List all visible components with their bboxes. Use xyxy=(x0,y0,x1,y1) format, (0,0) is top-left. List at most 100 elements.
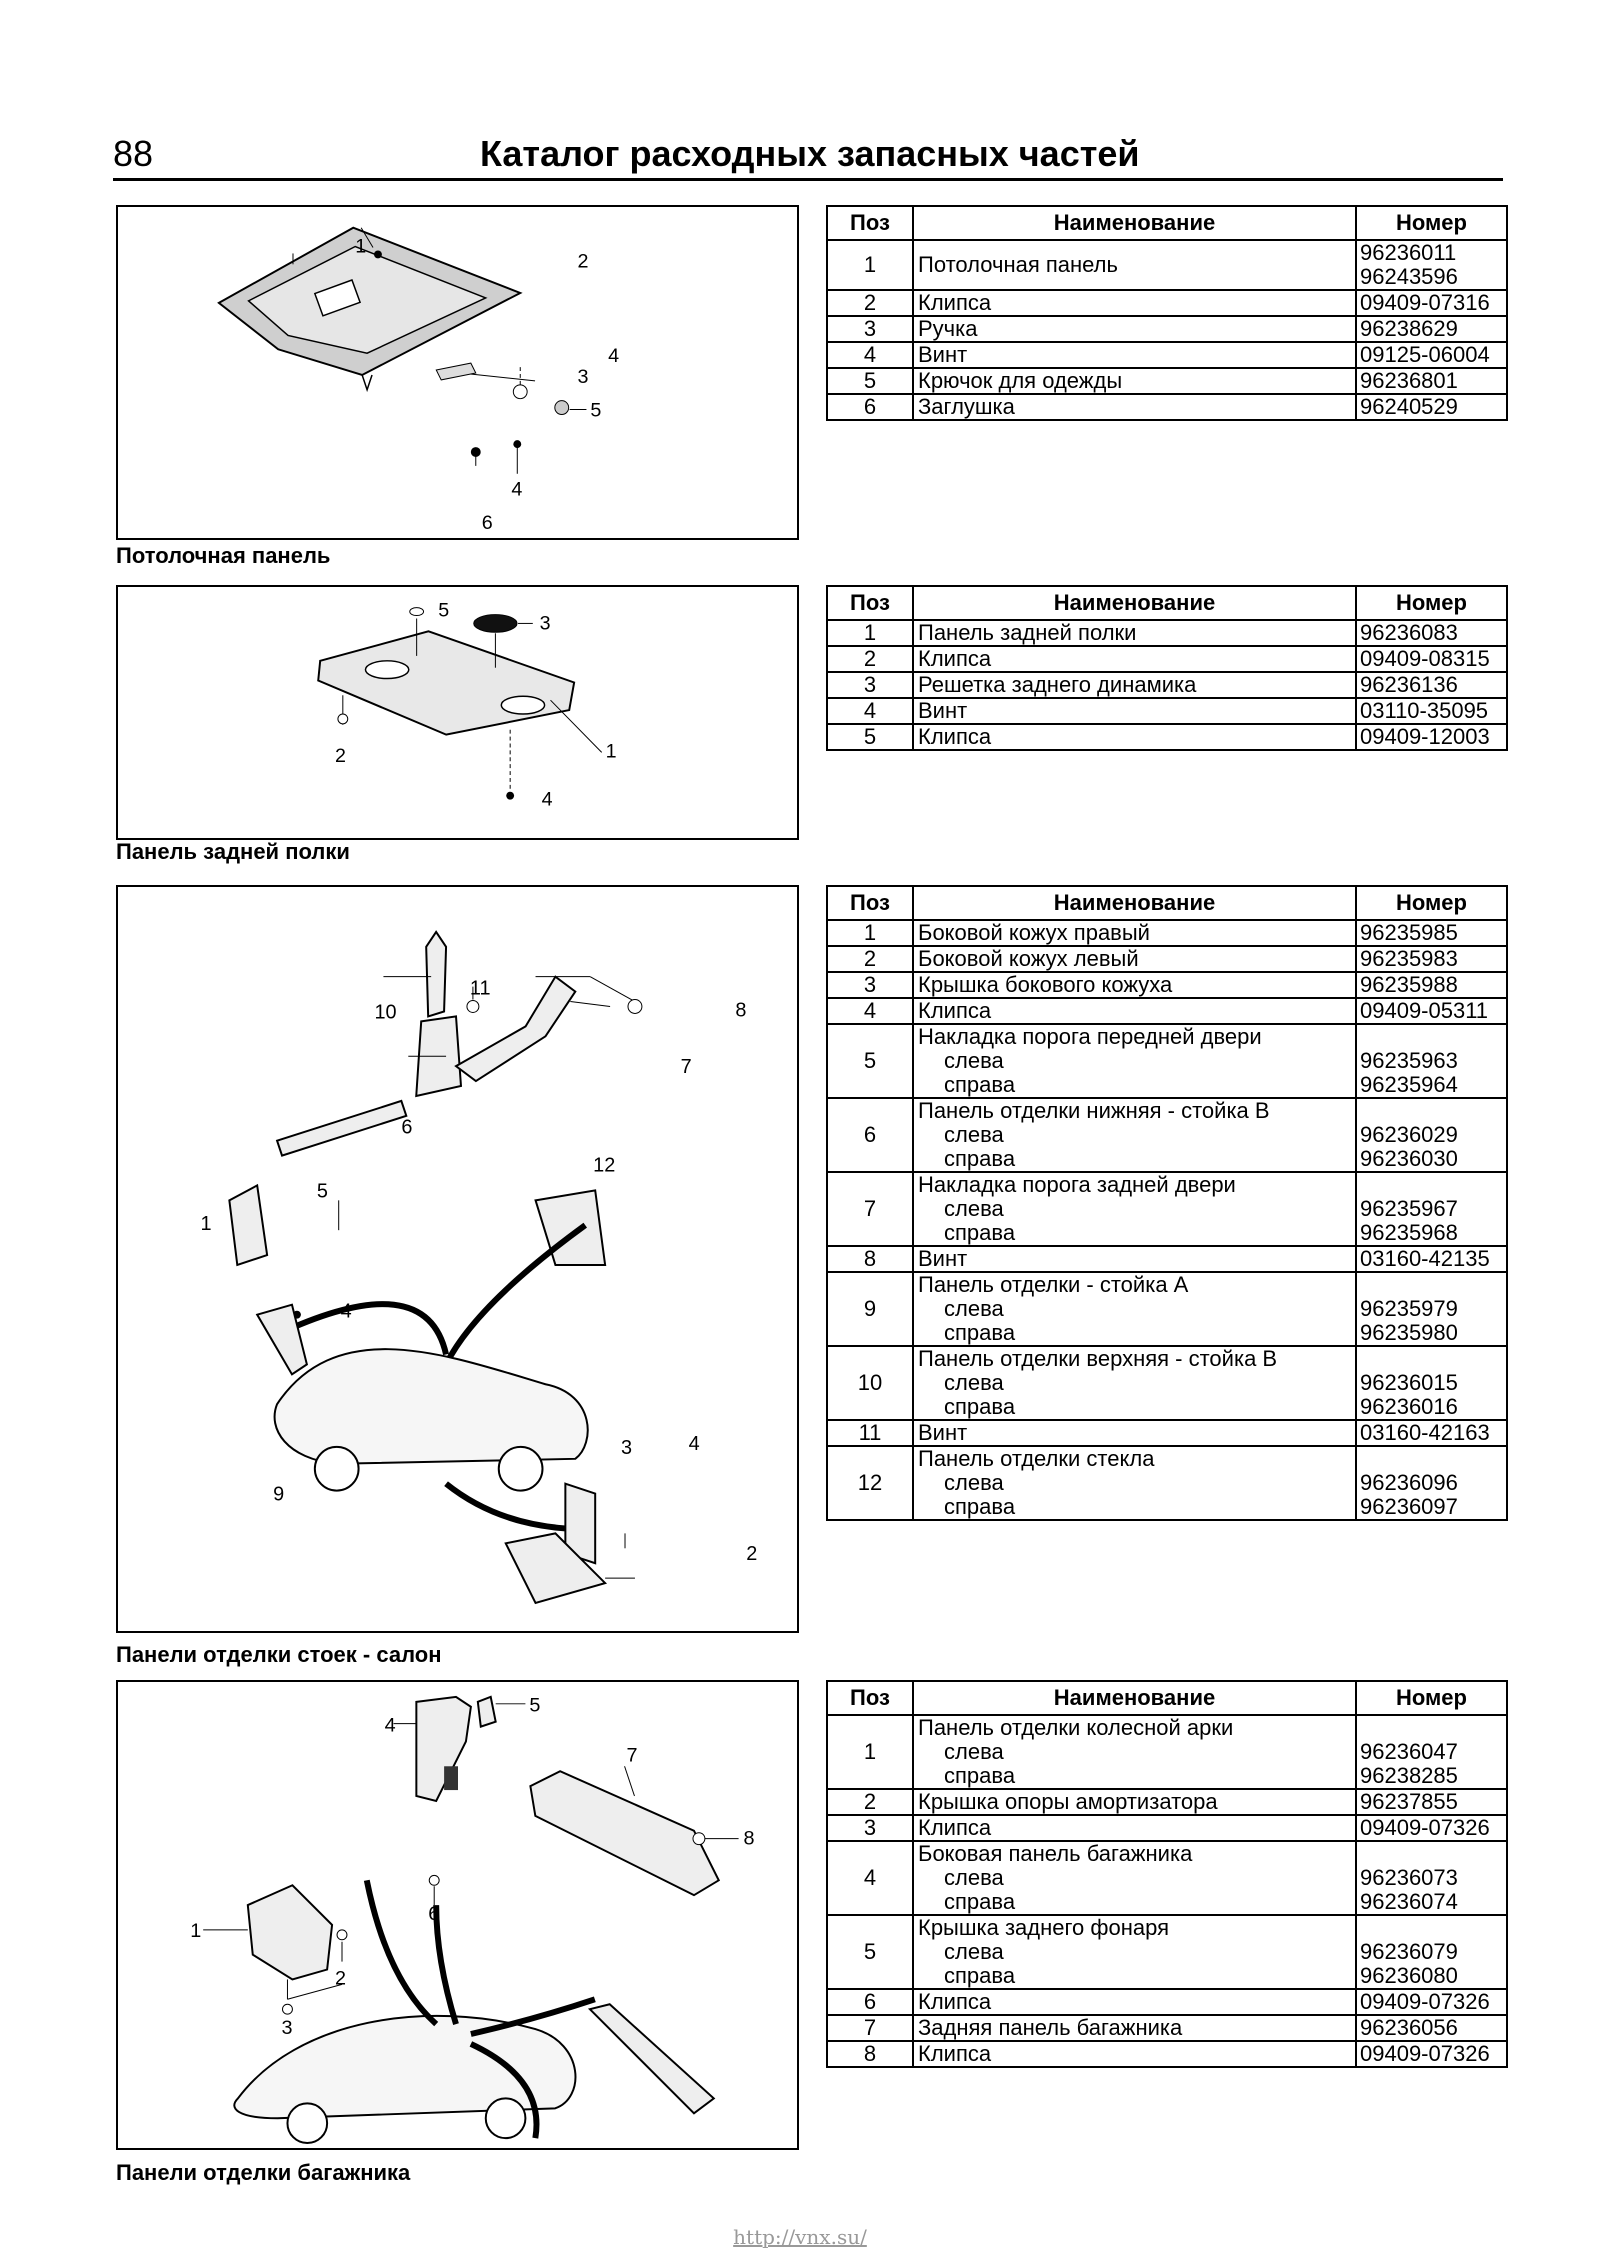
part-number: 96236801 xyxy=(1360,368,1458,393)
part-name: Боковой кожух левый xyxy=(918,946,1139,971)
part-name: Клипса xyxy=(918,998,992,1023)
part-number: 96235967 xyxy=(1360,1196,1458,1221)
part-name: Накладка порога задней двери xyxy=(918,1172,1236,1197)
part-number: 09409-07326 xyxy=(1360,1815,1490,1840)
figure-ceiling-panel: 1 2 3 4 5 6 4 xyxy=(116,205,799,540)
ceiling-panel-diagram: 1 2 3 4 5 6 4 xyxy=(217,226,619,534)
part-name: Задняя панель багажника xyxy=(918,2015,1183,2040)
part-name: Панель отделки нижняя - стойка В xyxy=(918,1098,1270,1123)
part-number: 03110-35095 xyxy=(1360,698,1489,723)
callout-label: 7 xyxy=(627,1744,638,1766)
row-name-cell: Клипса xyxy=(912,723,1357,751)
callout-label: 8 xyxy=(735,999,746,1021)
row-pos: 1 xyxy=(826,619,914,647)
column-header-name: Наименование xyxy=(912,585,1357,621)
callout-label: 3 xyxy=(540,612,551,634)
part-variant: слева xyxy=(944,1196,1004,1221)
row-name-cell: Клипса xyxy=(912,1988,1357,2016)
row-pos: 10 xyxy=(826,1345,914,1421)
footer-url[interactable]: http://vnx.su/ xyxy=(733,2225,867,2249)
row-number-cell: 96236136 xyxy=(1355,671,1508,699)
part-name: Крышка бокового кожуха xyxy=(918,972,1173,997)
row-number-cell: 09125-06004 xyxy=(1355,341,1508,369)
row-name-cell: Винт xyxy=(912,1419,1357,1447)
part-name: Панель отделки колесной арки xyxy=(918,1715,1234,1740)
figure-trunk-trim-panels: 5 4 7 8 1 2 6 3 xyxy=(116,1680,799,2150)
callout-label: 10 xyxy=(374,1001,396,1023)
row-pos: 5 xyxy=(826,1023,914,1099)
part-name: Клипса xyxy=(918,646,992,671)
part-number: 96236083 xyxy=(1360,620,1458,645)
column-header-name: Наименование xyxy=(912,205,1357,241)
row-number-cell: 09409-08315 xyxy=(1355,645,1508,673)
callout-label: 2 xyxy=(335,1967,346,1989)
row-pos: 2 xyxy=(826,289,914,317)
part-name: Ручка xyxy=(918,316,978,341)
column-header-number: Номер xyxy=(1355,1680,1508,1716)
part-number: 96236136 xyxy=(1360,672,1458,697)
part-number: 09125-06004 xyxy=(1360,342,1490,367)
part-number: 03160-42163 xyxy=(1360,1420,1490,1445)
row-name-cell: Винт xyxy=(912,341,1357,369)
row-pos: 7 xyxy=(826,2014,914,2042)
row-name-cell: Клипса xyxy=(912,1814,1357,1842)
page-title: Каталог расходных запасных частей xyxy=(480,133,1140,174)
row-pos: 1 xyxy=(826,239,914,291)
part-variant: слева xyxy=(944,1865,1004,1890)
row-pos: 11 xyxy=(826,1419,914,1447)
part-variant: слева xyxy=(944,1370,1004,1395)
row-pos: 8 xyxy=(826,1245,914,1273)
column-header-number: Номер xyxy=(1355,585,1508,621)
callout-label: 4 xyxy=(542,789,553,811)
part-name: Панель отделки стекла xyxy=(918,1446,1155,1471)
figure-caption: Потолочная панель xyxy=(116,543,331,568)
row-name-cell: Крышка опоры амортизатора xyxy=(912,1788,1357,1816)
part-variant: справа xyxy=(944,1963,1016,1988)
part-variant: справа xyxy=(944,1320,1016,1345)
part-name: Винт xyxy=(918,1420,968,1445)
part-number: 09409-12003 xyxy=(1360,724,1490,749)
figure-rear-shelf-panel: 5 3 2 1 4 xyxy=(116,585,799,840)
part-number: 96236016 xyxy=(1360,1394,1458,1419)
row-number-cell: 96236056 xyxy=(1355,2014,1508,2042)
part-variant: слева xyxy=(944,1739,1004,1764)
part-number: 96236079 xyxy=(1360,1939,1458,1964)
row-pos: 3 xyxy=(826,315,914,343)
part-number: 96236047 xyxy=(1360,1739,1458,1764)
callout-label: 4 xyxy=(341,1301,352,1323)
column-header-name: Наименование xyxy=(912,1680,1357,1716)
part-number: 96238285 xyxy=(1360,1763,1458,1788)
part-number: 96236096 xyxy=(1360,1470,1458,1495)
row-pos: 1 xyxy=(826,1714,914,1790)
part-number: 96235979 xyxy=(1360,1296,1458,1321)
part-number: 09409-07316 xyxy=(1360,290,1490,315)
row-number-cell: 96235985 xyxy=(1355,919,1508,947)
callout-label: 7 xyxy=(681,1056,692,1078)
row-number-cell: 09409-07326 xyxy=(1355,1988,1508,2016)
callout-label: 2 xyxy=(578,250,589,272)
row-pos: 1 xyxy=(826,919,914,947)
row-number-cell: 96238629 xyxy=(1355,315,1508,343)
row-name-cell: Потолочная панель xyxy=(912,239,1357,291)
part-number: 09409-07326 xyxy=(1360,1989,1490,2014)
callout-label: 2 xyxy=(746,1543,757,1565)
row-number-cell: 03110-35095 xyxy=(1355,697,1508,725)
